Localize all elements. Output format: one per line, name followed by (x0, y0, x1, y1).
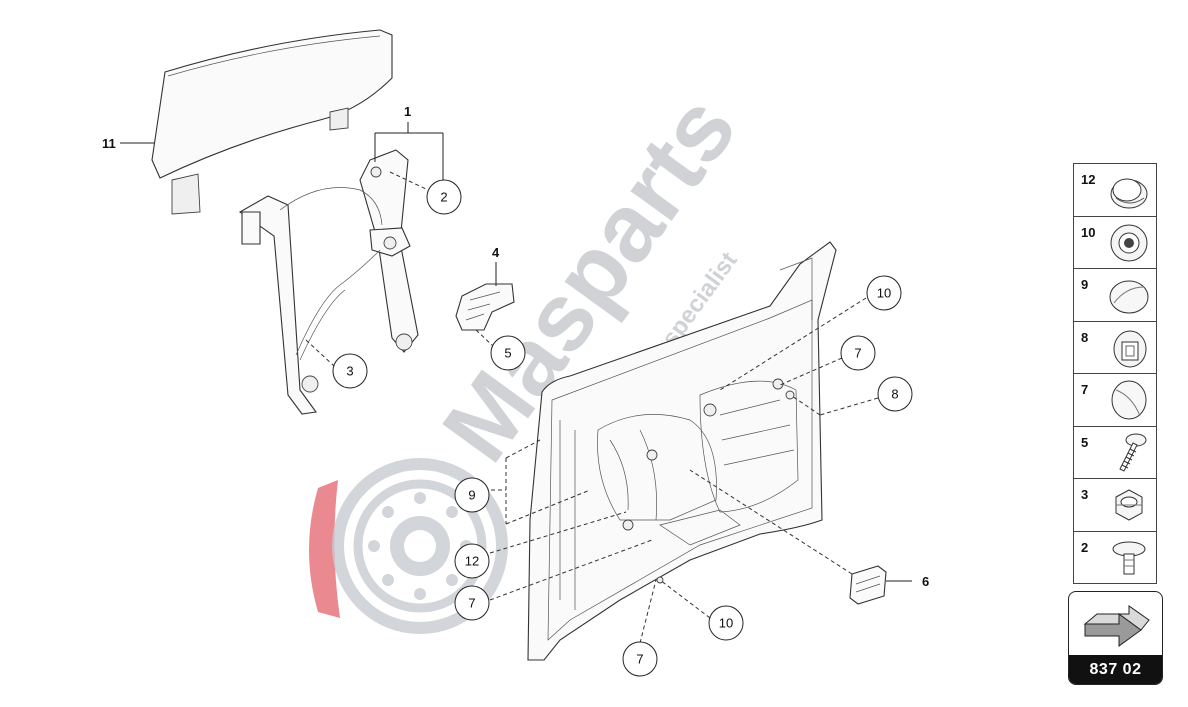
watermark-red-sector-icon (309, 480, 340, 618)
callout-7a-label: 7 (854, 346, 861, 361)
legend-number: 3 (1081, 487, 1089, 502)
callout-2-label: 2 (440, 190, 447, 205)
callout-10b-label: 10 (719, 616, 733, 631)
legend-row: 9 (1074, 269, 1156, 322)
legend-number: 7 (1081, 382, 1089, 397)
callout-8-label: 8 (891, 387, 898, 402)
legend-number: 10 (1081, 224, 1096, 240)
callout-5-circle: 5 (490, 335, 526, 371)
reference-code: 837 02 (1069, 655, 1162, 684)
small-parts-legend: 12 10 9 8 7 (1073, 163, 1157, 584)
callout-12-circle: 12 (454, 543, 490, 579)
callout-10a-label: 10 (877, 286, 891, 301)
legend-row: 2 (1074, 532, 1156, 584)
callout-1-label: 1 (404, 104, 411, 119)
callout-10a-circle: 10 (866, 275, 902, 311)
hex-nut-icon (1115, 489, 1143, 521)
legend-row: 7 (1074, 374, 1156, 427)
callout-7a-circle: 7 (840, 335, 876, 371)
window-glass-part (151, 29, 393, 215)
legend-row: 8 (1074, 322, 1156, 374)
screw-icon (1119, 433, 1147, 472)
leader-lines (120, 122, 912, 644)
round-cap-icon (1109, 280, 1149, 314)
callouts: 11 1 4 6 2 3 5 10 7 8 9 (102, 104, 929, 677)
callout-9-circle: 9 (454, 477, 490, 513)
bolt-icon (1112, 541, 1146, 574)
legend-number: 2 (1081, 539, 1089, 555)
callout-3-circle: 3 (332, 353, 368, 389)
callout-2-circle: 2 (426, 179, 462, 215)
legend-number: 9 (1081, 277, 1089, 292)
callout-3-label: 3 (346, 364, 353, 379)
window-motor-part (455, 283, 515, 331)
callout-7c-label: 7 (636, 652, 643, 667)
legend-row: 12 (1074, 164, 1156, 217)
legend-number: 12 (1081, 172, 1096, 187)
reference-box: 837 02 (1068, 591, 1163, 685)
plug-cap-icon (1110, 178, 1148, 209)
callout-12-label: 12 (465, 554, 479, 569)
callout-10b-circle: 10 (708, 605, 744, 641)
callout-11-label: 11 (102, 136, 116, 151)
callout-7c-circle: 7 (622, 641, 658, 677)
switch-module-part (849, 565, 887, 605)
door-panel-part (527, 241, 837, 661)
dome-cap-icon (1111, 380, 1147, 420)
clip-plug-icon (1113, 330, 1147, 367)
legend-row: 5 (1074, 427, 1156, 479)
callout-8-circle: 8 (877, 376, 913, 412)
3d-arrow-icon (1083, 605, 1150, 647)
legend-number: 5 (1081, 434, 1089, 450)
callout-6-label: 6 (922, 574, 929, 589)
callout-7b-circle: 7 (454, 585, 490, 621)
grommet-icon (1110, 224, 1148, 261)
callout-4-label: 4 (492, 245, 500, 260)
callout-7b-label: 7 (468, 596, 475, 611)
callout-9-label: 9 (468, 488, 475, 503)
legend-row: 10 (1074, 217, 1156, 269)
window-regulator-part (238, 149, 419, 415)
legend-row: 3 (1074, 479, 1156, 532)
legend-number: 8 (1081, 329, 1089, 345)
callout-5-label: 5 (504, 346, 511, 361)
